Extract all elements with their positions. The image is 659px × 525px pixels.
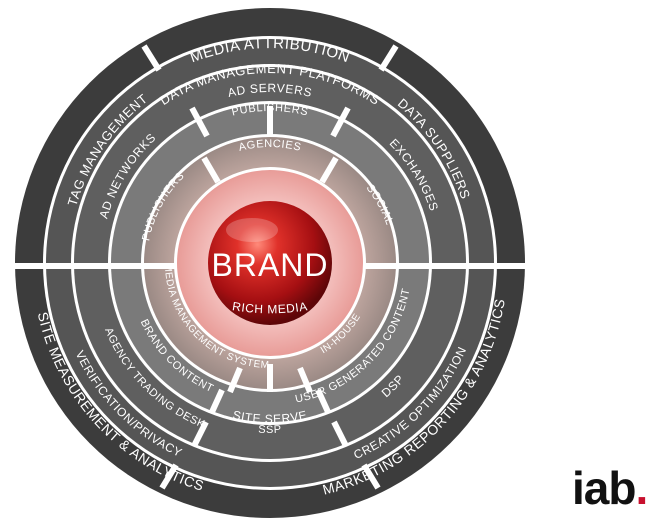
label-site-serve: SITE SERVE <box>231 408 307 426</box>
svg-text:SITE SERVE: SITE SERVE <box>231 408 308 426</box>
svg-text:PUBLISHERS: PUBLISHERS <box>231 102 310 119</box>
label-publishers-outer: PUBLISHERS <box>231 102 309 119</box>
svg-text:RICH MEDIA: RICH MEDIA <box>231 299 308 316</box>
sphere-highlight <box>226 218 278 242</box>
svg-text:SSP: SSP <box>258 424 282 436</box>
label-ad-servers: AD SERVERS <box>226 81 313 100</box>
segment-separators <box>14 44 526 490</box>
iab-logo: iab. <box>572 458 648 518</box>
logo-text: iab <box>572 462 636 514</box>
label-rich-media: RICH MEDIA <box>231 299 308 316</box>
brand-label: BRAND <box>211 247 328 283</box>
logo-dot: . <box>635 462 648 514</box>
svg-text:AD SERVERS: AD SERVERS <box>226 81 313 100</box>
marketing-ecosystem-wheel: BRAND MEDIA ATTRIBUTION TAG MANAGEMENT D… <box>14 8 526 518</box>
label-ssp: SSP <box>258 424 281 436</box>
brand-sphere <box>208 201 332 325</box>
